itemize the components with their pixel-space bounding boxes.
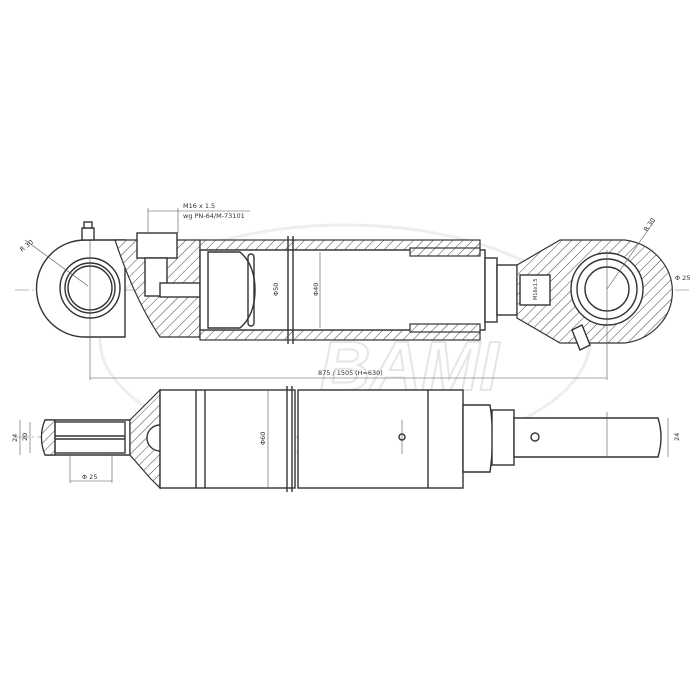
bore-diameter-label: Φ50: [272, 283, 280, 296]
top-view-section: [15, 208, 690, 380]
fork-outer-label: 24: [11, 434, 19, 442]
grease-nipple-right: [571, 324, 591, 351]
piston: [207, 251, 256, 329]
right-pin-diameter-label: Φ 25: [675, 274, 690, 282]
barrel-diameter-label: Φ60: [259, 432, 267, 445]
left-eye-radius-label: R 30: [18, 238, 35, 253]
stroke-label: (H=630): [355, 369, 383, 377]
fork-inner-label: 20: [21, 433, 29, 441]
grease-nipple: [81, 227, 95, 241]
port-thread-label: M16 x 1.5: [183, 202, 215, 210]
rod-end-width-label: 24: [673, 433, 681, 441]
fork-pin-label: Φ 25: [82, 473, 97, 481]
rod: [513, 417, 662, 458]
bottom-view: [15, 386, 669, 492]
port-fitting: [136, 232, 178, 259]
rod-thread-label: M16x1.5: [533, 278, 539, 300]
barrel: [159, 389, 296, 489]
gland: [462, 404, 494, 473]
length-label: 875 / 1505: [318, 369, 353, 377]
right-eye-radius-label: R 30: [642, 216, 657, 233]
rod-diameter-label: Φ40: [312, 283, 320, 296]
piston-rod: [484, 257, 498, 323]
port-standard-label: wg PN-64/M-73101: [183, 212, 245, 220]
